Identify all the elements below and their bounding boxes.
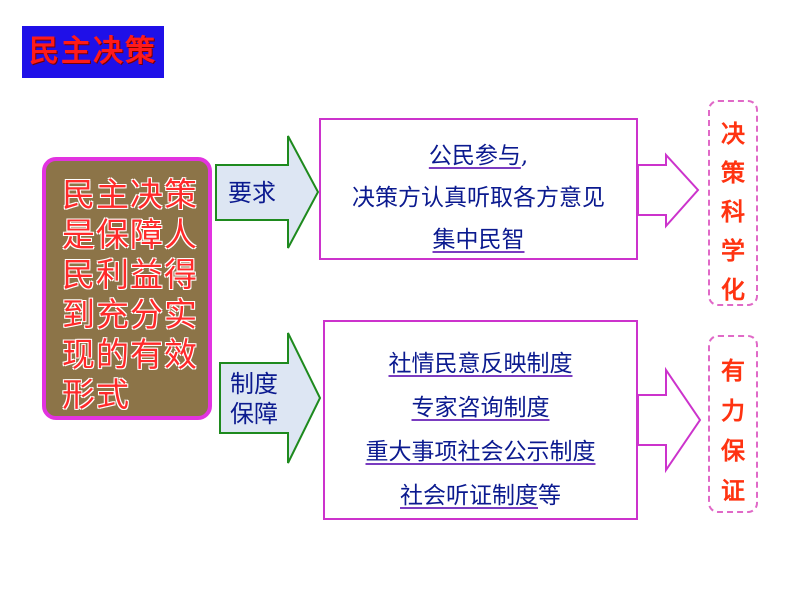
- requirement-block-arrow: [215, 135, 320, 249]
- result-char: 保: [721, 437, 745, 465]
- slide-title: 民主决策: [22, 26, 164, 78]
- result-arrow-2: [637, 366, 702, 474]
- statement-line: 是保障人: [62, 215, 198, 254]
- content-line: 公民参与,: [321, 136, 636, 170]
- underlined-text: 集中民智: [432, 227, 525, 253]
- arrow-label-line: 要求: [228, 179, 276, 207]
- result-char: 化: [721, 276, 745, 304]
- underlined-text: 社会听证制度: [400, 483, 538, 509]
- result-char: 学: [721, 237, 745, 265]
- statement-line: 现的有效: [62, 335, 198, 374]
- statement-line: 民利益得: [62, 255, 198, 294]
- content-line: 社会听证制度等: [325, 476, 636, 510]
- line-suffix: 等: [538, 483, 561, 509]
- arrow-label-line: 保障: [230, 400, 278, 428]
- result-char: 科: [721, 198, 745, 226]
- content-line: 决策方认真听取各方意见: [321, 178, 636, 212]
- main-statement-box: 民主决策 是保障人 民利益得 到充分实 现的有效 形式: [42, 157, 212, 420]
- system-block-arrow: [219, 332, 322, 464]
- result-char: 力: [721, 397, 745, 425]
- content-line: 集中民智: [321, 220, 636, 254]
- result-char: 证: [721, 477, 745, 505]
- result-char: 有: [721, 357, 745, 385]
- underlined-text: 社情民意反映制度: [388, 351, 573, 377]
- system-arrow-label: 制度 保障: [220, 369, 288, 429]
- underlined-text: 重大事项社会公示制度: [365, 439, 596, 465]
- content-line: 社情民意反映制度: [325, 344, 636, 378]
- arrow-label-line: 制度: [230, 370, 278, 398]
- result-char: 策: [721, 159, 745, 187]
- result-box-guarantee: 有 力 保 证: [708, 335, 758, 513]
- statement-line: 形式: [62, 375, 130, 414]
- line-suffix: ,: [520, 143, 529, 169]
- result-box-scientific: 决 策 科 学 化: [708, 100, 758, 306]
- content-line: 专家咨询制度: [325, 388, 636, 422]
- content-line: 重大事项社会公示制度: [325, 432, 636, 466]
- requirement-arrow-label: 要求: [216, 178, 288, 208]
- underlined-text: 公民参与: [428, 143, 521, 169]
- plain-text: 决策方认真听取各方意见: [352, 185, 605, 211]
- statement-line: 到充分实: [62, 295, 198, 334]
- result-arrow-1: [637, 152, 700, 229]
- underlined-text: 专家咨询制度: [411, 395, 550, 421]
- statement-line: 民主决策: [62, 175, 198, 214]
- result-char: 决: [721, 120, 745, 148]
- requirement-content-box: 公民参与, 决策方认真听取各方意见 集中民智: [319, 118, 638, 260]
- system-content-box: 社情民意反映制度 专家咨询制度 重大事项社会公示制度 社会听证制度等: [323, 320, 638, 520]
